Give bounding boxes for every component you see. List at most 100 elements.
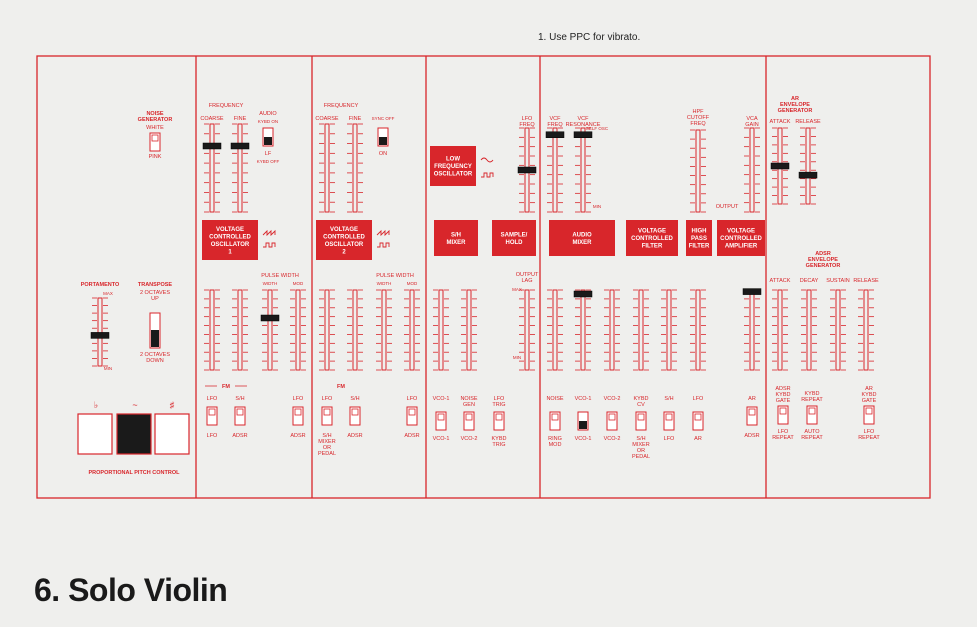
vco2-fm-slider-2[interactable] — [347, 289, 363, 371]
vcf-freq-slider[interactable] — [545, 127, 565, 213]
audio-mixer-slider-1-knob[interactable] — [573, 290, 593, 298]
vco1-pw-slider-knob[interactable] — [260, 314, 280, 322]
ar-release-slider-knob[interactable] — [798, 171, 818, 179]
vca-mod-slider[interactable] — [742, 288, 762, 371]
ppc-vibrato-pad[interactable] — [116, 413, 152, 455]
ar-attack-slider[interactable] — [770, 127, 790, 205]
vcf-resonance-slider[interactable] — [573, 127, 593, 213]
vca-box-label: VOLTAGE — [727, 229, 755, 235]
portamento-slider[interactable] — [90, 297, 110, 367]
vco2-sync-switch[interactable] — [377, 127, 389, 147]
lfo-freq-slider-knob[interactable] — [517, 166, 537, 174]
vco1-mod-switch-2[interactable] — [292, 406, 304, 426]
audio-mixer-slider-1[interactable] — [573, 289, 593, 371]
noise-color-switch[interactable] — [149, 132, 161, 152]
audio-mixer-switch-3[interactable] — [635, 411, 647, 431]
hpf-slider[interactable] — [690, 129, 706, 213]
vca-mod-slider-knob[interactable] — [742, 288, 762, 295]
audio-mixer-switch-5[interactable] — [692, 411, 704, 431]
portamento-slider-knob[interactable] — [90, 332, 110, 339]
ar-release-slider[interactable] — [798, 127, 818, 205]
vco2-pw-slider[interactable] — [376, 289, 392, 371]
ar-gate-switch[interactable] — [863, 405, 875, 425]
ar-gate-bottom: LFO — [864, 429, 875, 435]
audio-mixer-slider-4[interactable] — [661, 289, 677, 371]
adsr-repeat-switch[interactable] — [806, 405, 818, 425]
vco1-fine-label: FINE — [234, 116, 247, 122]
page-title: 6. Solo Violin — [34, 572, 228, 608]
vco2-box-label: OSCILLATOR — [325, 242, 364, 248]
adsr-gate-switch[interactable] — [777, 405, 789, 425]
sh-mixer-source-top-1: NOISE — [460, 396, 477, 402]
vco2-mod-source-top-0: LFO — [322, 396, 333, 402]
sh-mixer-switch-0[interactable] — [435, 411, 447, 431]
audio-mixer-slider-3[interactable] — [633, 289, 649, 371]
audio-mixer-switch-1[interactable] — [577, 411, 589, 431]
sample-hold-trigger-switch[interactable] — [493, 411, 505, 431]
vco2-pwm-slider[interactable] — [404, 289, 420, 371]
ppc-sharp-pad[interactable] — [154, 413, 190, 455]
vco1-fm-slider-1[interactable] — [204, 289, 220, 371]
vco1-mod-source-bottom-1: ADSR — [232, 433, 247, 439]
vco1-mod-source-bottom-2: ADSR — [290, 433, 305, 439]
vco1-mod-source-top-2: LFO — [293, 396, 304, 402]
lfo-box-label: OSCILLATOR — [434, 172, 473, 178]
ar-attack-slider-knob[interactable] — [770, 162, 790, 170]
vco1-mod-source-top-0: LFO — [207, 396, 218, 402]
vca-source-switch[interactable] — [746, 406, 758, 426]
vcf-freq-slider-knob[interactable] — [545, 131, 565, 138]
hpf-box-label: PASS — [691, 236, 707, 242]
vco1-pwm-slider[interactable] — [290, 289, 306, 371]
hpf-label: HPF — [693, 109, 705, 115]
vco2-box-label: CONTROLLED — [323, 234, 365, 240]
vco1-coarse-slider[interactable] — [202, 123, 222, 213]
audio-mixer-slider-0[interactable] — [547, 289, 563, 371]
transpose-up-label: UP — [151, 296, 159, 302]
vcf-resonance-slider-knob[interactable] — [573, 131, 593, 138]
lfo-freq-slider[interactable] — [517, 127, 537, 213]
vco1-box-label: CONTROLLED — [209, 234, 251, 240]
vco1-fm-slider-2[interactable] — [232, 289, 248, 371]
vco2-fm-slider-1[interactable] — [319, 289, 335, 371]
vco1-mod-switch-1[interactable] — [234, 406, 246, 426]
vcf-box-label: VOLTAGE — [638, 229, 666, 235]
adsr-slider-1[interactable] — [801, 289, 817, 371]
vco1-pw-slider[interactable] — [260, 289, 280, 371]
audio-mixer-source-bottom-3: PEDAL — [632, 454, 650, 460]
ar-title: ENVELOPE — [780, 102, 810, 108]
adsr-repeat-top: KYBD — [805, 391, 820, 397]
audio-mixer-switch-0[interactable] — [549, 411, 561, 431]
audio-mixer-slider-2[interactable] — [604, 289, 620, 371]
sh-mixer-noise-slider[interactable] — [461, 289, 477, 371]
vco2-box-label: 2 — [342, 249, 346, 255]
audio-mixer-switch-2[interactable] — [606, 411, 618, 431]
vco2-coarse-slider[interactable] — [319, 123, 335, 213]
lfo-square-icon — [481, 172, 494, 178]
adsr-title: ENVELOPE — [808, 257, 838, 263]
vco1-mod-switch-0[interactable] — [206, 406, 218, 426]
vco2-mod-switch-1[interactable] — [349, 406, 361, 426]
audio-mixer-slider-5[interactable] — [690, 289, 706, 371]
audio-mixer-switch-4[interactable] — [663, 411, 675, 431]
vco2-sync-off-label: SYNC OFF — [372, 116, 395, 121]
vco1-coarse-slider-knob[interactable] — [202, 142, 222, 150]
vco1-fine-slider[interactable] — [230, 123, 250, 213]
adsr-slider-3[interactable] — [858, 289, 874, 371]
ppc-flat-pad[interactable] — [77, 413, 113, 455]
adsr-slider-0[interactable] — [772, 289, 788, 371]
sample-hold-lag-slider[interactable] — [519, 289, 535, 371]
sh-mixer-switch-1[interactable] — [463, 411, 475, 431]
transpose-switch-knob[interactable] — [151, 330, 159, 347]
vco1-range-switch[interactable] — [262, 127, 274, 147]
vca-gain-slider[interactable] — [744, 127, 760, 213]
vco2-mod-switch-0[interactable] — [321, 406, 333, 426]
vco2-fm-label: FM — [337, 384, 345, 390]
adsr-slider-2[interactable] — [830, 289, 846, 371]
vco2-mod-switch-2[interactable] — [406, 406, 418, 426]
sh-mixer-vco1-slider[interactable] — [433, 289, 449, 371]
vco2-square-icon — [377, 242, 390, 248]
vco1-fine-slider-knob[interactable] — [230, 142, 250, 150]
vco1-fm-label: FM — [222, 384, 230, 390]
vco2-fine-slider[interactable] — [347, 123, 363, 213]
adsr-sustain-label: SUSTAIN — [826, 278, 849, 284]
